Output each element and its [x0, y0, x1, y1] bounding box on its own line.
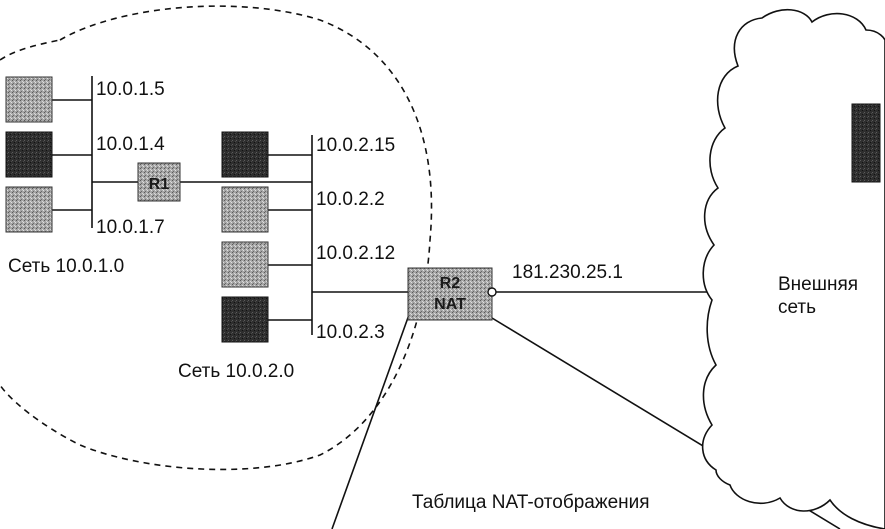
router-r1: [137, 162, 181, 202]
router-r2-label: R2: [440, 275, 461, 292]
net2-host3-ip: 10.0.2.12: [316, 243, 395, 264]
router-nat-label: NAT: [434, 296, 466, 313]
nat-external-port: [487, 287, 497, 297]
net1-host1: [5, 76, 53, 123]
net1-host1-ip: 10.0.1.5: [96, 79, 165, 100]
net1-host3-ip: 10.0.1.7: [96, 217, 165, 238]
net2-host3: [221, 241, 269, 288]
private-network-boundary-top: [0, 39, 61, 61]
private-network-boundary: [0, 5, 433, 471]
external-net-label-line2: сеть: [778, 297, 816, 318]
remote-host: [851, 103, 881, 183]
net2-host2-ip: 10.0.2.2: [316, 189, 385, 210]
net2-host4-ip: 10.0.2.3: [316, 322, 385, 343]
net2-host1: [221, 131, 269, 178]
router-r1-label: R1: [149, 176, 170, 193]
net2-label: Сеть 10.0.2.0: [178, 361, 294, 382]
net2-host2: [221, 186, 269, 233]
net2-host4: [221, 296, 269, 343]
net1-host2-ip: 10.0.1.4: [96, 134, 165, 155]
external-net-label-line1: Внешняя: [778, 274, 858, 295]
external-ip: 181.230.25.1: [512, 262, 623, 283]
nat-table-caption: Таблица NAT-отображения: [412, 492, 650, 513]
net2-host1-ip: 10.0.2.15: [316, 135, 395, 156]
net1-label: Сеть 10.0.1.0: [8, 256, 124, 277]
external-network-cloud: [701, 9, 885, 529]
nat-table-callout-left: [331, 311, 411, 529]
net1-host2: [5, 131, 53, 178]
net1-host3: [5, 186, 53, 233]
